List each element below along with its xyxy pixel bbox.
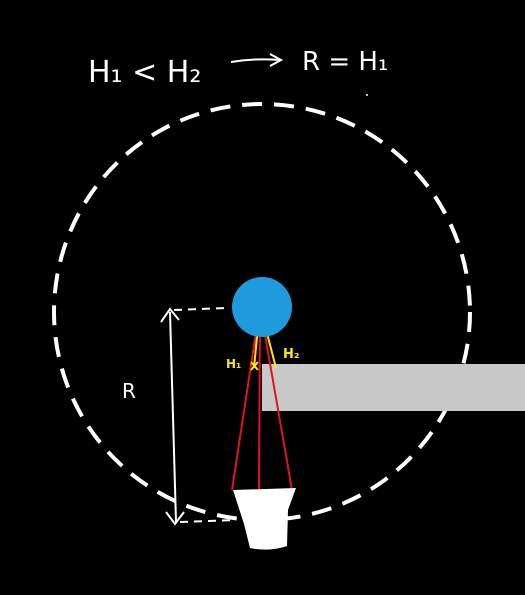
label-h1: H₁ [226, 357, 241, 371]
right-arrow-icon [230, 53, 284, 67]
wall-obstacle [262, 364, 525, 411]
header-condition: H₁ < H₂ [88, 55, 201, 90]
header-result: R = H₁ [302, 47, 388, 77]
speck [366, 94, 368, 96]
stone-weight [233, 488, 296, 550]
label-r: R [122, 379, 136, 403]
pivot-ball [232, 277, 292, 337]
label-h2: H₂ [283, 347, 300, 362]
radius-dimension [160, 307, 237, 526]
